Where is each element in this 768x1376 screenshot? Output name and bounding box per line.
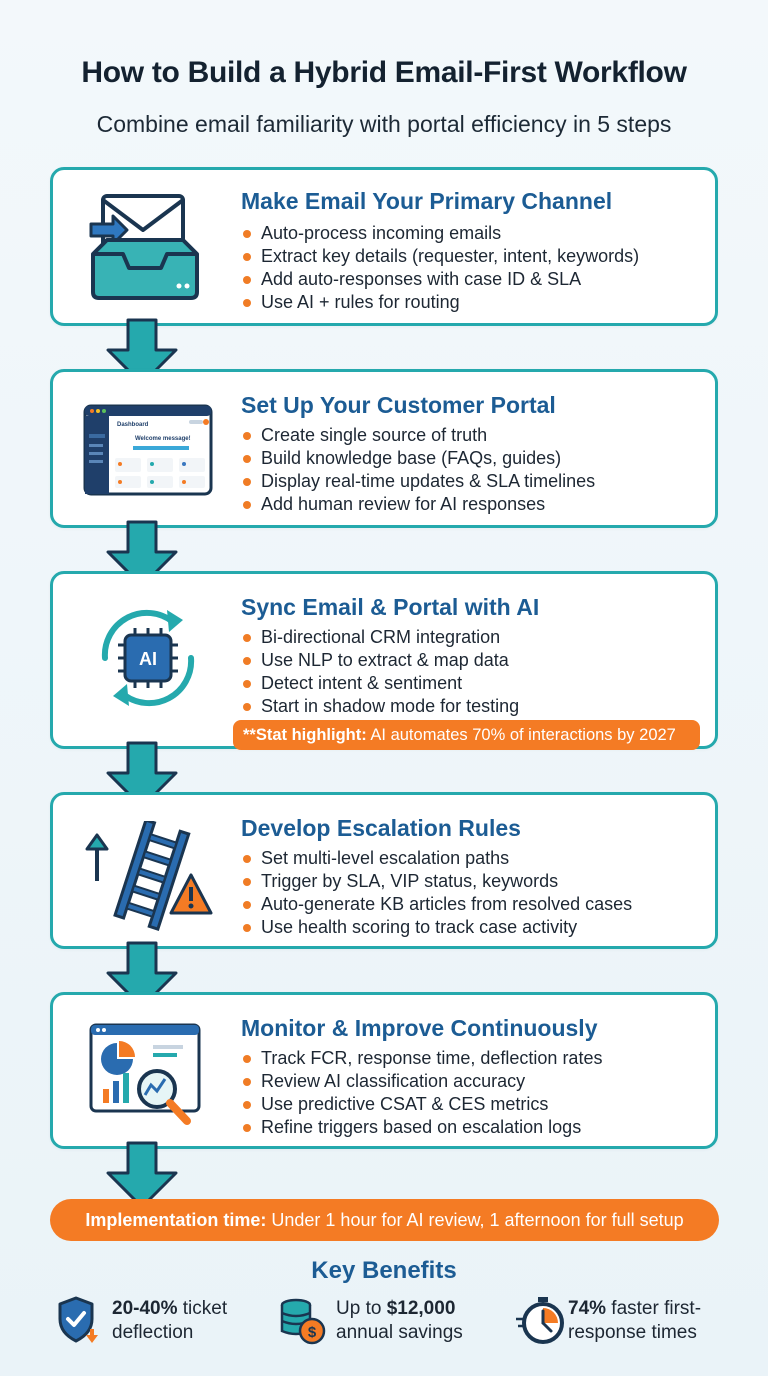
bullet-item: Bi-directional CRM integration [241,626,519,649]
benefit-ticket-deflection: 20-40% ticket deflection [56,1295,256,1345]
stat-highlight-badge: **Stat highlight: AI automates 70% of in… [233,720,700,750]
step-card-monitor: Monitor & Improve Continuously Track FCR… [50,992,718,1149]
step-card-portal: Dashboard Welcome message! Set Up Your C… [50,369,718,528]
bullet-item: Use health scoring to track case activit… [241,916,632,939]
down-arrow-icon [106,520,178,588]
implementation-label: Implementation time: [85,1210,267,1230]
benefit-text: 20-40% ticket deflection [112,1297,227,1345]
bullet-item: Add human review for AI responses [241,493,595,516]
bullet-item: Trigger by SLA, VIP status, keywords [241,870,632,893]
benefit-line2: annual savings [336,1322,463,1343]
step-card-email: Make Email Your Primary Channel Auto-pro… [50,167,718,326]
benefit-value: $12,000 [386,1298,456,1319]
bullet-item: Detect intent & sentiment [241,672,519,695]
benefit-line1: faster first- [606,1298,702,1319]
step-title: Develop Escalation Rules [241,815,521,841]
benefit-text: 74% faster first-response times [568,1297,701,1345]
analytics-magnifier-icon [89,1023,201,1125]
implementation-time-banner: Implementation time: Under 1 hour for AI… [50,1199,719,1241]
benefit-line1: ticket [177,1298,228,1319]
ai-chip-sync-icon: AI [101,609,195,707]
bullet-item: Set multi-level escalation paths [241,847,632,870]
down-arrow-icon [106,941,178,1009]
down-arrow-icon [106,741,178,809]
stat-label: **Stat highlight: [243,726,367,744]
benefit-text: Up to $12,000 annual savings [336,1297,463,1345]
bullet-item: Use AI + rules for routing [241,291,639,314]
implementation-text: Under 1 hour for AI review, 1 afternoon … [266,1210,684,1230]
bullet-item: Refine triggers based on escalation logs [241,1116,602,1139]
benefit-faster-response: 74% faster first-response times [514,1295,724,1345]
bullet-item: Build knowledge base (FAQs, guides) [241,447,595,470]
bullet-item: Extract key details (requester, intent, … [241,245,639,268]
bullet-item: Review AI classification accuracy [241,1070,602,1093]
step-bullets: Create single source of truth Build know… [241,424,595,516]
bullet-item: Auto-process incoming emails [241,222,639,245]
bullet-item: Use predictive CSAT & CES metrics [241,1093,602,1116]
bullet-item: Auto-generate KB articles from resolved … [241,893,632,916]
step-bullets: Set multi-level escalation paths Trigger… [241,847,632,939]
escalation-ladder-icon [85,821,213,931]
step-card-ai-sync: AI Sync Email & Portal with AI Bi-direct… [50,571,718,750]
shield-check-icon [58,1296,98,1343]
step-card-escalation: Develop Escalation Rules Set multi-level… [50,792,718,949]
bullet-item: Start in shadow mode for testing [241,695,519,718]
ai-chip-label: AI [139,649,157,669]
benefit-line2: deflection [112,1322,194,1343]
coins-dollar-icon: $ [280,1298,326,1345]
bullet-item: Use NLP to extract & map data [241,649,519,672]
mock-welcome-label: Welcome message! [135,436,191,442]
stopwatch-icon [516,1297,564,1344]
bullet-item: Track FCR, response time, deflection rat… [241,1047,602,1070]
svg-text:$: $ [308,1324,317,1341]
step-bullets: Auto-process incoming emails Extract key… [241,222,639,314]
step-title: Make Email Your Primary Channel [241,188,613,214]
inbox-tray-icon [89,194,199,300]
page-title: How to Build a Hybrid Email-First Workfl… [81,56,687,89]
bullet-item: Add auto-responses with case ID & SLA [241,268,639,291]
portal-dashboard-icon: Dashboard Welcome message! [83,404,213,496]
bullet-item: Display real-time updates & SLA timeline… [241,470,595,493]
step-bullets: Track FCR, response time, deflection rat… [241,1047,602,1139]
step-title: Set Up Your Customer Portal [241,392,556,418]
benefit-line2: response times [568,1322,697,1343]
down-arrow-icon [106,1141,178,1209]
step-title: Monitor & Improve Continuously [241,1015,598,1041]
key-benefits-title: Key Benefits [311,1257,457,1284]
benefit-annual-savings: $ Up to $12,000 annual savings [278,1295,478,1345]
mock-dashboard-label: Dashboard [117,422,149,428]
stat-text: AI automates 70% of interactions by 2027 [366,726,676,744]
benefit-value: 20-40% [112,1298,178,1319]
bullet-item: Create single source of truth [241,424,595,447]
benefit-prefix: Up to [336,1298,387,1319]
page-subtitle: Combine email familiarity with portal ef… [96,111,672,137]
step-title: Sync Email & Portal with AI [241,594,540,620]
benefit-value: 74% [568,1298,607,1319]
step-bullets: Bi-directional CRM integration Use NLP t… [241,626,519,718]
down-arrow-icon [106,318,178,386]
